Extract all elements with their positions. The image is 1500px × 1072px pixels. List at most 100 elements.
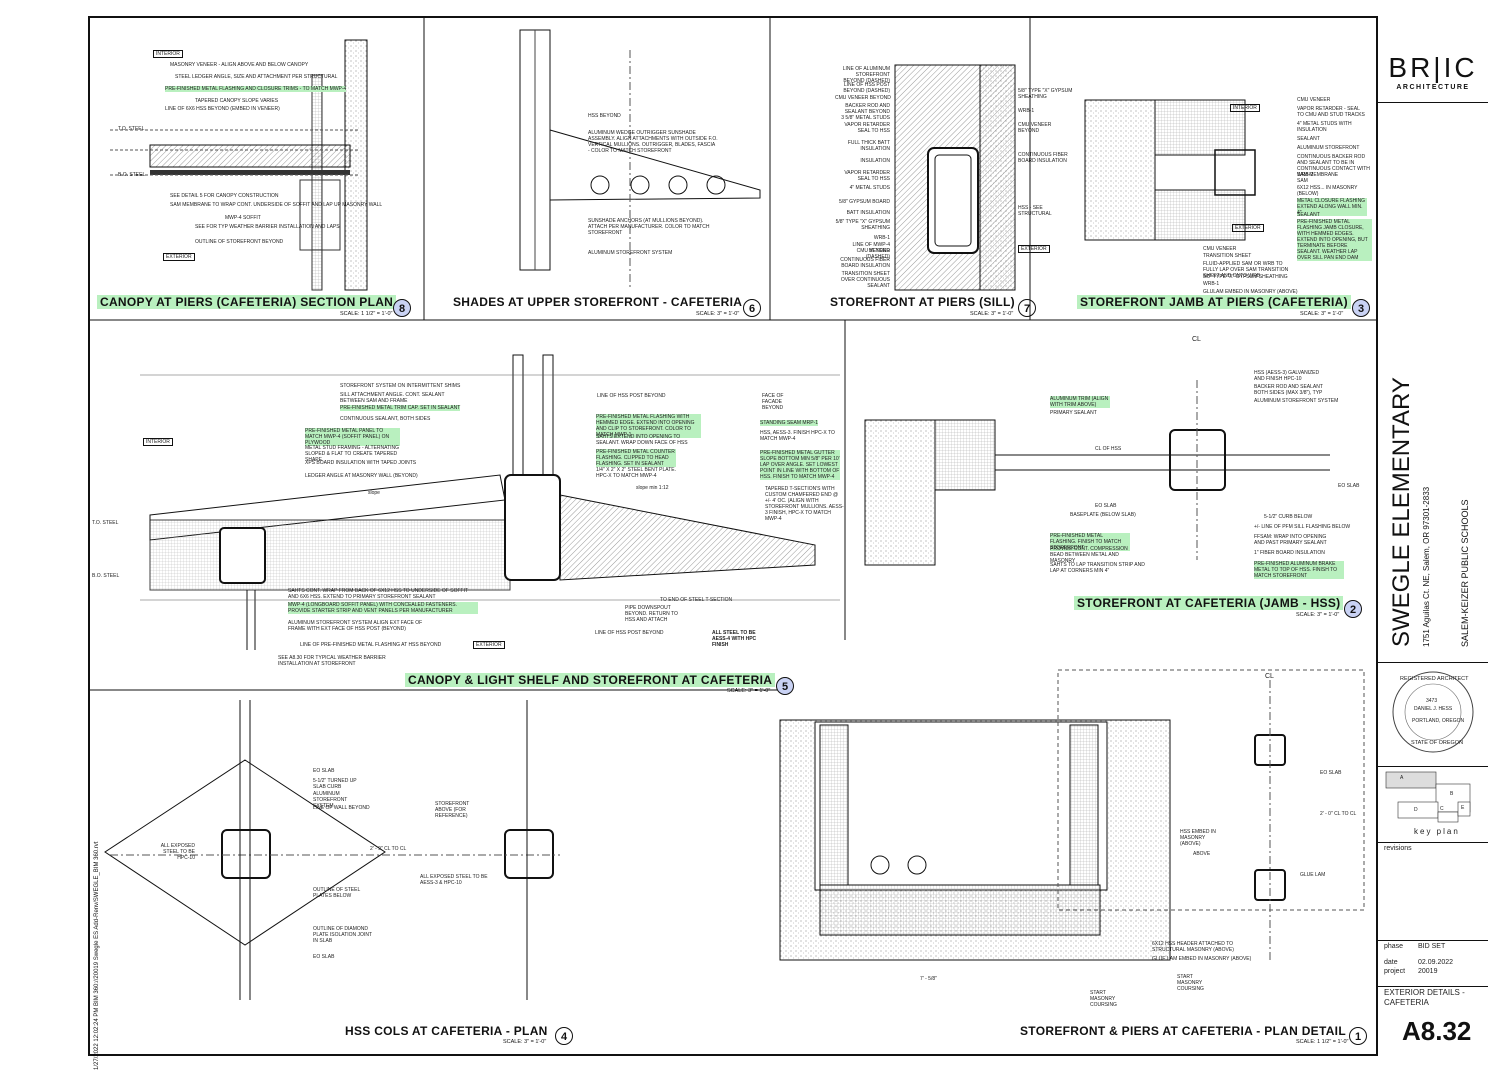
detail-4-drawing [104,700,560,1000]
detail-number-3: 3 [1352,299,1370,317]
file-path-stamp: 1/27/2022 12:02:24 PM BIM 360://20019 Sw… [94,841,100,1070]
note-d4-5: STOREFRONT ABOVE (FOR REFERENCE) [435,801,470,819]
key-plan-label: key plan [1414,827,1460,836]
note-d8-interior: INTERIOR [153,50,183,58]
note-d7-20: WRB-1 [1018,108,1035,114]
revisions-block: revisions [1378,842,1488,941]
note-d6-3: SUNSHADE ANCHORS (AT MULLIONS BEYOND). A… [588,218,710,236]
detail-number-1: 1 [1349,1027,1367,1045]
architect-seal: REGISTERED ARCHITECT 3473 DANIEL J. HESS… [1378,662,1488,767]
note-d8-1: MASONRY VENEER - ALIGN ABOVE AND BELOW C… [170,62,309,68]
note-d3-9: 6X12 HSS... IN MASONRY (BELOW) [1297,185,1358,197]
detail-title-8: CANOPY AT PIERS (CAFETERIA) SECTION PLAN [97,295,397,309]
note-d5-19: SAHTS CONT. WRAP FROM BACK OF 6X12 HSS T… [288,588,468,600]
note-d5-14: 1/4" X 2" X 2" STEEL BENT PLATE. HPC-X T… [596,467,676,479]
note-d7-21: CMU VENEER BEYOND [1018,122,1052,134]
note-d4-8: ALL EXPOSED STEEL TO BE AESS-3 & HPC-10 [420,874,488,886]
note-d4-3: ALUMINUM STOREFRONT SYSTEM [313,791,348,809]
note-d7-3: CMU VENEER BEYOND [835,95,891,101]
note-d2-14: FFSAM: WRAP INTO OPENING AND PAST PRIMAR… [1254,534,1327,546]
note-d1-1: HSS EMBED IN MASONRY (ABOVE) [1180,829,1216,847]
note-d5-bos: B.O. STEEL [92,573,120,579]
note-d8-bos: B.O. STEEL [118,172,146,178]
note-d7-22: CONTINUOUS FIBER BOARD INSULATION [1018,152,1068,164]
note-d7-19: 5/8" TYPE "X" GYPSUM SHEATHING [1018,88,1073,100]
note-d3-14: TRANSITION SHEET [1203,253,1252,259]
firm-logo: BR|IC ARCHITECTURE [1378,16,1488,103]
date-label: date [1384,959,1398,966]
note-d1-2: ABOVE [1193,851,1211,857]
note-d5-17: PRE-FINISHED METAL GUTTER SLOPE BOTTOM M… [760,450,840,480]
note-d3-15: FLUID-APPLIED SAM OR WRB TO FULLY LAP OV… [1203,261,1289,279]
note-d2-13: +/- LINE OF PFM SILL FLASHING BELOW [1254,524,1351,530]
key-area-a: A [1400,775,1404,781]
note-d4-9: OUTLINE OF STEEL PLATES BELOW [313,887,361,899]
note-d3-8: SAM [1297,178,1308,184]
note-d5-22: LINE OF PRE-FINISHED METAL FLASHING AT H… [300,642,442,648]
note-d7-13: 5/8" TYPE "X" GYPSUM SHEATHING [835,219,890,231]
note-d6-2: ALUMINUM WEDGE OUTRIGGER SUNSHADE ASSEMB… [588,130,718,154]
detail-title-6: SHADES AT UPPER STOREFRONT - CAFETERIA [453,295,743,309]
note-d1-3: 6X12 HSS HEADER ATTACHED TO STRUCTURAL M… [1152,941,1234,953]
note-d7-23: HSS - SEE STRUCTURAL [1018,205,1052,217]
note-d2-8: SAHTS TO LAP TRANSITION STRIP AND LAP AT… [1050,562,1145,574]
note-d5-1: STOREFRONT SYSTEM ON INTERMITTENT SHIMS [340,383,461,389]
detail-8-drawing [110,39,368,291]
project-info: SWEGLE ELEMENTARY 1751 Aguilas Ct. NE, S… [1378,102,1488,663]
key-area-d: D [1414,807,1418,813]
note-d5-15: STANDING SEAM MRP-1 [760,420,818,426]
note-d3-4: SEALANT [1297,136,1320,142]
note-d2-6: PRE-FINISHED METAL FLASHING. FINISH TO M… [1050,533,1130,551]
firm-name: BR|IC [1388,52,1478,83]
detail-title-5: CANOPY & LIGHT SHELF AND STOREFRONT AT C… [405,673,776,687]
note-d5-6: METAL STUD FRAMING - ALTERNATING SLOPED … [305,445,399,463]
note-d2-1: ALUMINUM TRIM (ALIGN WITH TRIM ABOVE) [1050,396,1110,408]
note-d2-10: BACKER ROD AND SEALANT BOTH SIDES (MAX 3… [1254,384,1323,396]
phase-value: BID SET [1418,943,1446,950]
note-d4-2: 5-1/2" TURNED UP SLAB CURB [313,778,357,790]
sheet-number: A8.32 [1402,1016,1472,1046]
note-d5-18: TAPERED T-SECTION'S WITH CUSTOM CHAMFERE… [765,486,844,522]
seal-top-text: REGISTERED ARCHITECT [1400,676,1469,682]
note-d2-11: ALUMINUM STOREFRONT SYSTEM [1254,398,1339,404]
note-d7-16: CMU VENEER (DASHED) [856,248,890,260]
note-d4-6: ALL EXPOSED STEEL TO BE HPC-10 [160,843,195,861]
key-area-e: E [1461,805,1465,811]
note-d5-13: PRE-FINISHED METAL COUNTER FLASHING. CLI… [596,449,676,467]
note-d5-7: XPS BOARD INSULATION WITH TAPED JOINTS [305,460,417,466]
note-d5-5: PRE-FINISHED METAL PANEL TO MATCH MWP-4 … [305,428,400,446]
note-d2-2: PRIMARY SEALANT [1050,410,1097,416]
note-d2-12: 5-1/2" CURB BELOW [1264,514,1313,520]
detail-number-8: 8 [393,299,411,317]
note-d2-7: PROVIDE CONT. COMPRESSION BEAD BETWEEN M… [1050,546,1128,564]
note-d2-cl: CL [1192,336,1201,343]
sheet-title-block: EXTERIOR DETAILS - CAFETERIA A8.32 [1378,986,1488,1054]
detail-6-drawing [519,29,761,290]
note-d3-6: CONTINUOUS BACKER ROD AND SEALANT TO BE … [1297,154,1370,178]
project-label: project [1384,968,1406,975]
detail-1-drawing [779,669,1365,961]
note-d4-11: EO SLAB [313,954,335,960]
note-d7-2: LINE OF HSS POST BEYOND (DASHED) [843,82,890,94]
note-d5-26: ALL STEEL TO BE AESS-4 WITH HPC FINISH [712,630,757,648]
note-d7-12: BATT INSULATION [846,210,890,216]
note-d5-exterior: EXTERIOR [473,641,505,649]
phase-label: phase [1384,943,1404,950]
project-address: 1751 Aguilas Ct. NE, Salem, OR 97301-283… [1422,486,1431,647]
note-d8-tos: T.O. STEEL [118,126,145,132]
note-d1-dim2: 2' - 0" CL TO CL [1320,811,1357,817]
detail-scale-2: SCALE: 3" = 1'-0" [1296,612,1340,618]
note-d5-4: CONTINUOUS SEALANT, BOTH SIDES [340,416,431,422]
note-d1-4: GLUE LAM EMBED IN MASONRY (ABOVE) [1152,956,1252,962]
note-d7-4: BACKER ROD AND SEALANT BEYOND [844,103,890,115]
note-d5-11: PRE-FINISHED METAL FLASHING WITH HEMMED … [596,414,701,438]
note-d2-3: CL OF HSS [1095,446,1122,452]
key-plan-graphic [1385,771,1471,823]
note-d3-1: CMU VENEER [1297,97,1331,103]
project-name: SWEGLE ELEMENTARY [1388,377,1415,647]
seal-number: 3473 [1426,698,1438,704]
note-d2-16: PRE-FINISHED ALUMINUM BRAKE METAL TO TOP… [1254,561,1344,579]
note-d5-21: ALUMINUM STOREFRONT SYSTEM ALIGN EXT FAC… [288,620,423,632]
project-owner: SALEM-KEIZER PUBLIC SCHOOLS [1460,499,1470,647]
note-d2-9: HSS (AESS-3) GALVANIZED AND FINISH HPC-1… [1254,370,1320,382]
